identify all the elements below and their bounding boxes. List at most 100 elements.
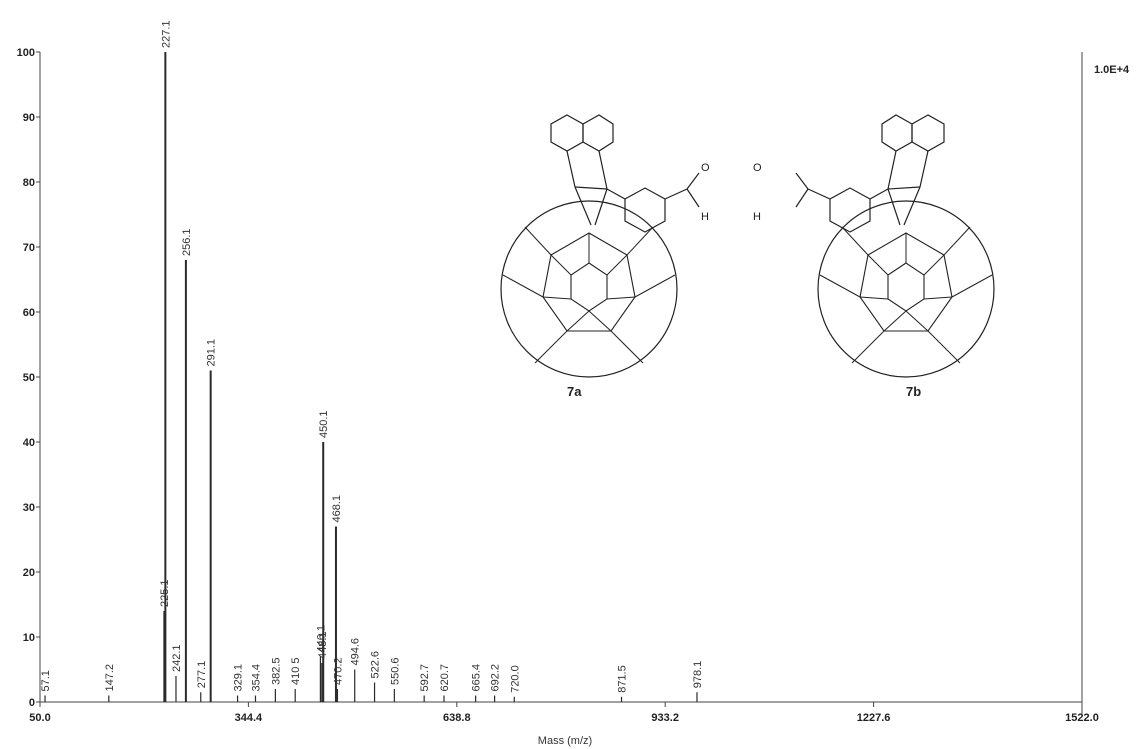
molecule-7a-fullerene-core — [542, 232, 636, 332]
molecule-7a-fullerene-spoke-2 — [606, 254, 628, 276]
molecule-7b-fullerene-spoke-3 — [859, 296, 889, 300]
molecule-7b-bridge-2 — [887, 150, 897, 190]
molecule-7a-benzene — [624, 187, 666, 233]
peak-label: 277.1 — [196, 661, 208, 689]
molecule-7a-bridge-4 — [574, 186, 592, 226]
molecule-7a-bridge-1 — [566, 150, 576, 188]
peak-label: 410 5 — [290, 657, 302, 685]
molecule-7b-bridge-4 — [903, 186, 921, 226]
peak-label: 692.2 — [490, 664, 502, 692]
molecule-7b-fullerene-spoke-2 — [867, 254, 889, 276]
molecule-7b-fullerene-spoke-7 — [923, 254, 945, 276]
molecule-7a-ring-2 — [582, 114, 614, 152]
molecule-7b-bond-ch — [795, 188, 809, 208]
molecule-7a-bond-co — [686, 172, 700, 190]
y-tick-label: 0 — [29, 697, 35, 709]
peak-label: 57.1 — [40, 670, 52, 691]
molecule-7b-hydrogen-label: H — [753, 211, 761, 223]
peak-label: 448.1 — [317, 631, 329, 659]
y-tick-label: 70 — [23, 242, 35, 254]
y-tick-label: 50 — [23, 372, 35, 384]
x-tick-label: 1227.6 — [857, 712, 891, 724]
molecule-7a-bridge-5 — [594, 188, 608, 226]
y-tick-label: 60 — [23, 307, 35, 319]
peak-label: 494.6 — [350, 638, 362, 666]
molecule-7a-fullerene-spoke-5 — [566, 310, 590, 332]
peak-label: 227.1 — [160, 20, 172, 48]
peak-label: 450.1 — [318, 410, 330, 438]
y-tick-label: 30 — [23, 502, 35, 514]
peak-labels: 57.1 147.2 225.1 227.1 242.1 256.1 277.1 291.1 3… — [40, 20, 704, 692]
x-tick-label: 638.8 — [443, 712, 471, 724]
peak-label: 291.1 — [206, 339, 218, 367]
molecule-7b-bridge-1 — [919, 150, 929, 188]
molecule-7a-bond-ring — [606, 188, 626, 200]
peak-label: 871.5 — [617, 665, 629, 693]
molecule-7a-bond-ch — [686, 188, 700, 208]
peak-label: 225.1 — [159, 579, 171, 607]
molecule-7a-fullerene-rim-2 — [634, 274, 676, 298]
molecule-7b-fullerene-rim-6 — [841, 226, 869, 256]
molecule-7b-fullerene-inner — [887, 262, 925, 312]
peak-label: 665.4 — [471, 664, 483, 692]
y-tick-label: 10 — [23, 632, 35, 644]
molecule-7b-bond-co — [795, 172, 809, 190]
molecule-7a-fullerene-spoke-7 — [550, 254, 572, 276]
x-tick-label: 933.2 — [651, 712, 679, 724]
peak-label: 446.1 — [315, 625, 327, 653]
molecule-7a-fullerene-spoke-6 — [542, 296, 572, 300]
molecule-7a-bridge-2 — [598, 150, 608, 190]
peaks — [44, 52, 698, 702]
molecule-7b-fullerene-rim-2 — [819, 274, 861, 298]
peak-label: 382.5 — [270, 657, 282, 685]
molecule-7a-fullerene-rim-4 — [610, 330, 644, 364]
peak-label: 329.1 — [233, 664, 245, 692]
molecule-7b-benzene — [829, 187, 871, 233]
molecule-7b-fullerene-rim-3 — [927, 330, 961, 364]
molecule-7b-bond-ring — [869, 188, 889, 200]
peak-label: 242.1 — [171, 644, 183, 672]
peak-label: 550.6 — [389, 657, 401, 685]
y-tick-label: 40 — [23, 437, 35, 449]
molecule-7a-fullerene-rim-5 — [524, 226, 552, 256]
right-axis-scale-label: 1.0E+4 — [1094, 64, 1130, 76]
molecule-7b-fullerene-spoke-5 — [905, 310, 929, 332]
molecule-7b-fullerene-outline — [817, 200, 995, 378]
molecule-7a-structure: O H 7a — [500, 114, 710, 399]
molecule-7a-fullerene-outline — [500, 200, 678, 378]
peak-label: 256.1 — [181, 228, 193, 256]
molecule-7a-fullerene-rim-1 — [502, 274, 544, 298]
peak-label: 468.1 — [331, 495, 343, 523]
peak-label: 354.4 — [250, 664, 262, 692]
molecule-7a-oxygen-label: O — [701, 162, 710, 174]
x-axis-label: Mass (m/z) — [538, 735, 592, 747]
peak-label: 978.1 — [692, 661, 704, 689]
peak-label: 720.0 — [509, 665, 521, 693]
molecule-7a-fullerene-spoke-4 — [588, 310, 612, 332]
molecule-7b-bridge-3 — [887, 186, 921, 190]
molecule-7b-bridge-5 — [887, 188, 901, 226]
molecule-7a-fullerene-rim-6 — [626, 226, 654, 256]
molecule-7b-oxygen-label: O — [753, 162, 762, 174]
molecule-7b-ring-1 — [911, 114, 945, 152]
peak-label: 620.7 — [439, 664, 451, 692]
peak-label: 522.6 — [370, 651, 382, 679]
peak-label: 147.2 — [104, 664, 116, 692]
molecule-7a-bond-cho — [664, 188, 688, 200]
molecule-7b-fullerene-rim-1 — [951, 274, 993, 298]
x-tick-label: 1522.0 — [1065, 712, 1099, 724]
molecule-7a-label: 7a — [567, 384, 582, 399]
peak-label: 592.7 — [419, 664, 431, 692]
molecule-7b-label: 7b — [906, 384, 921, 399]
x-tick-label: 50.0 — [29, 712, 50, 724]
y-tick-label: 20 — [23, 567, 35, 579]
molecule-7b-ring-2 — [881, 114, 913, 152]
y-tick-label: 80 — [23, 177, 35, 189]
molecule-7b-structure — [795, 114, 995, 378]
molecule-7a-hydrogen-label: H — [701, 211, 709, 223]
molecule-7a-fullerene-spoke-3 — [606, 296, 636, 300]
y-tick-label: 100 — [17, 47, 35, 59]
molecule-7a-bridge-3 — [574, 186, 608, 190]
